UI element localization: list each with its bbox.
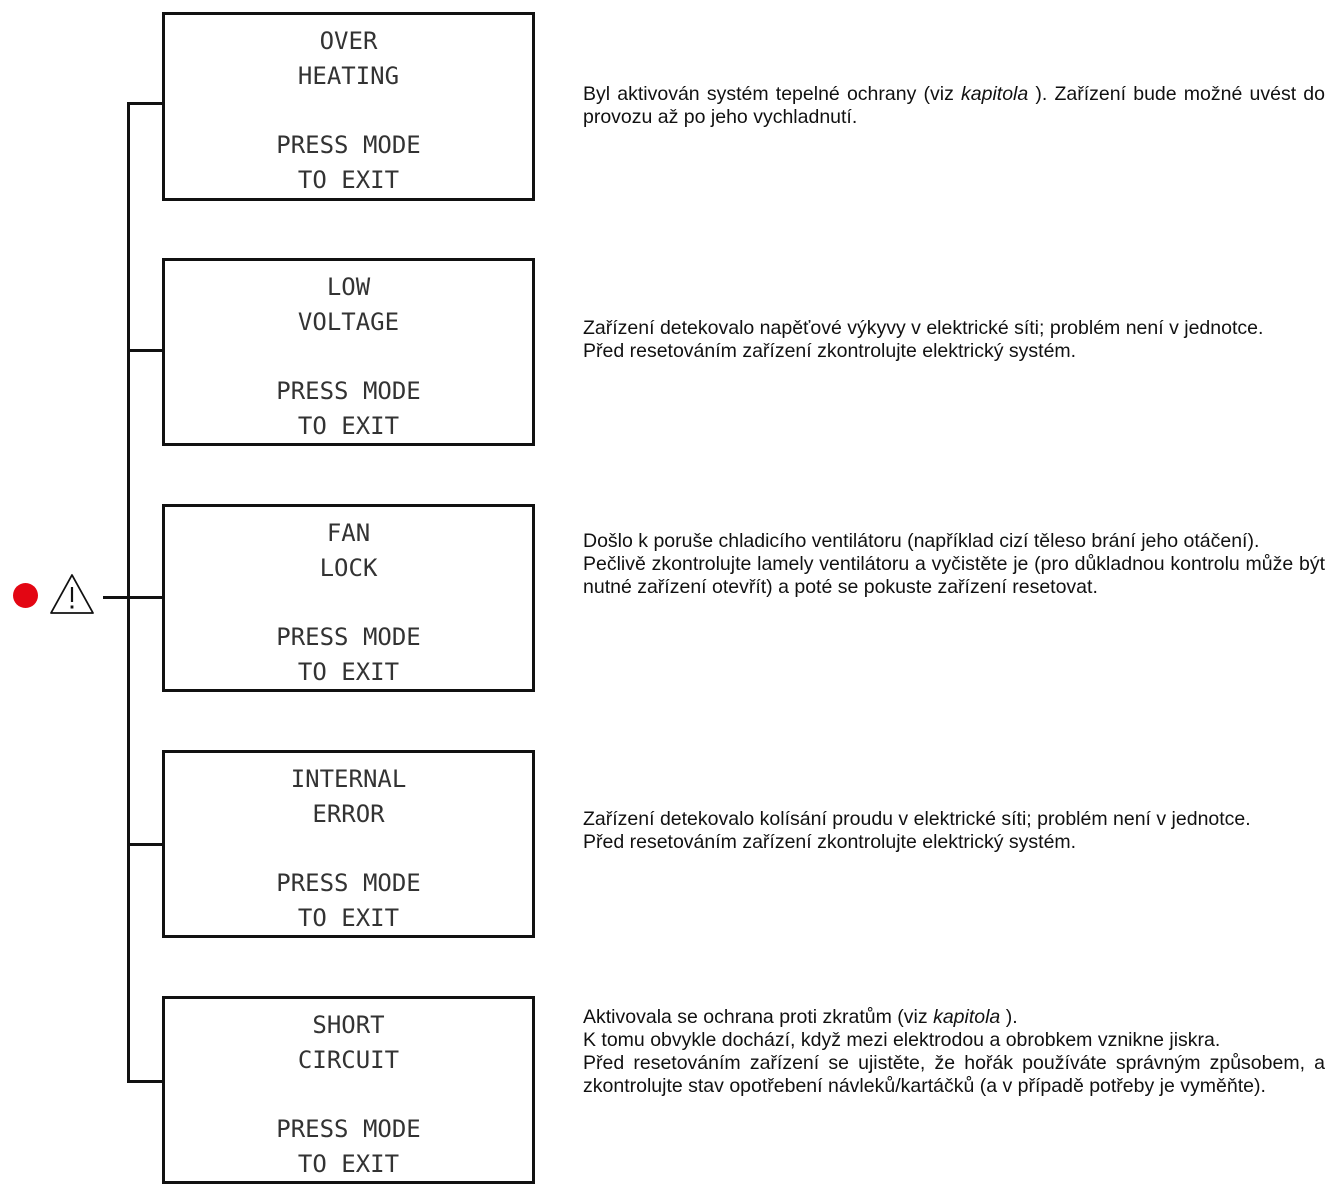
tree-branch-line [127,596,163,599]
lcd-line-4: TO EXIT [297,904,400,932]
lcd-line-2: VOLTAGE [297,308,400,336]
description-paragraph: Před resetováním zařízení se ujistěte, ž… [583,1052,1325,1097]
lcd-line-3: PRESS MODE [276,869,421,897]
lcd-display-short-circuit: SHORT CIRCUIT PRESS MODE TO EXIT [162,996,535,1184]
red-indicator-dot [13,583,38,608]
description-paragraph: Došlo k poruše chladicího ventilátoru (n… [583,530,1260,552]
description-low-voltage: Zařízení detekovalo napěťové výkyvy v el… [583,317,1325,363]
tree-branch-line [127,349,163,352]
tree-stem-line [103,596,129,599]
lcd-display-overheating: OVER HEATING PRESS MODE TO EXIT [162,12,535,201]
description-overheating: Byl aktivován systém tepelné ochrany (vi… [583,83,1325,129]
lcd-line-1: FAN [326,519,371,547]
warning-triangle-icon [50,574,94,614]
lcd-line-2: CIRCUIT [297,1046,400,1074]
description-fan-lock: Došlo k poruše chladicího ventilátoru (n… [583,530,1325,599]
lcd-line-2: HEATING [297,62,400,90]
description-paragraph: Byl aktivován systém tepelné ochrany (vi… [583,83,1325,128]
lcd-line-3: PRESS MODE [276,131,421,159]
tree-branch-line [127,102,163,105]
lcd-line-4: TO EXIT [297,166,400,194]
lcd-line-1: INTERNAL [290,765,407,793]
lcd-display-fan-lock: FAN LOCK PRESS MODE TO EXIT [162,504,535,692]
lcd-line-1: SHORT [312,1011,385,1039]
lcd-line-4: TO EXIT [297,412,400,440]
description-paragraph: Před resetováním zařízení zkontrolujte e… [583,340,1077,362]
chapter-reference: kapitola [961,83,1029,105]
lcd-line-1: OVER [319,27,378,55]
lcd-line-2: ERROR [312,800,385,828]
description-paragraph: Před resetováním zařízení zkontrolujte e… [583,831,1077,853]
description-paragraph: Pečlivě zkontrolujte lamely ventilátoru … [583,553,1325,598]
tree-trunk-line [127,102,130,1082]
tree-branch-line [127,1080,163,1083]
description-paragraph: Aktivovala se ochrana proti zkratům (viz… [583,1006,1018,1028]
lcd-line-3: PRESS MODE [276,1115,421,1143]
chapter-reference: kapitola [933,1006,1001,1028]
lcd-display-low-voltage: LOW VOLTAGE PRESS MODE TO EXIT [162,258,535,446]
description-short-circuit: Aktivovala se ochrana proti zkratům (viz… [583,1006,1325,1098]
description-internal-error: Zařízení detekovalo kolísání proudu v el… [583,808,1325,854]
description-paragraph: Zařízení detekovalo napěťové výkyvy v el… [583,317,1264,339]
lcd-line-4: TO EXIT [297,658,400,686]
lcd-line-3: PRESS MODE [276,623,421,651]
description-paragraph: Zařízení detekovalo kolísání proudu v el… [583,808,1251,830]
lcd-line-2: LOCK [319,554,378,582]
tree-branch-line [127,843,163,846]
lcd-line-1: LOW [326,273,371,301]
description-paragraph: K tomu obvykle dochází, když mezi elektr… [583,1029,1221,1051]
lcd-line-3: PRESS MODE [276,377,421,405]
lcd-line-4: TO EXIT [297,1150,400,1178]
lcd-display-internal-error: INTERNAL ERROR PRESS MODE TO EXIT [162,750,535,938]
